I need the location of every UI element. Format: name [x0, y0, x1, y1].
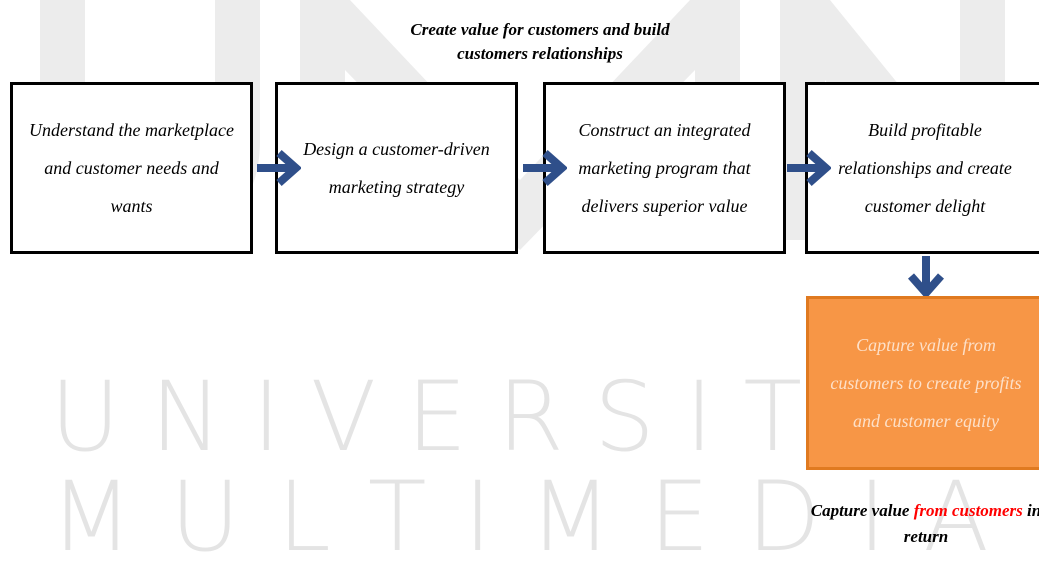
step-box-design: Design a customer-driven marketing strat… [275, 82, 518, 254]
step-label-2: Design a customer-driven marketing strat… [303, 139, 490, 197]
step-label-3: Construct an integrated marketing progra… [578, 120, 751, 216]
down-arrow-icon [908, 256, 944, 298]
caption-part-1: Capture value [810, 501, 914, 520]
right-arrow-icon [257, 150, 301, 186]
right-arrow-icon [787, 150, 831, 186]
capture-box-label: Capture value from customers to create p… [830, 335, 1022, 431]
step-box-understand: Understand the marketplace and customer … [10, 82, 253, 254]
right-arrow-icon [523, 150, 567, 186]
step-box-build: Build profitable relationships and creat… [805, 82, 1039, 254]
caption-part-3: in return [903, 501, 1039, 546]
caption-highlight: from customers [913, 501, 1023, 520]
diagram-header: Create value for customers and build cus… [340, 18, 740, 66]
step-label-1: Understand the marketplace and customer … [29, 120, 234, 216]
header-line-1: Create value for customers and build [410, 20, 670, 39]
header-line-2: customers relationships [457, 44, 623, 63]
capture-value-box: Capture value from customers to create p… [806, 296, 1039, 470]
step-label-4: Build profitable relationships and creat… [838, 120, 1012, 216]
step-box-construct: Construct an integrated marketing progra… [543, 82, 786, 254]
capture-value-caption: Capture value from customers in return [806, 498, 1039, 550]
